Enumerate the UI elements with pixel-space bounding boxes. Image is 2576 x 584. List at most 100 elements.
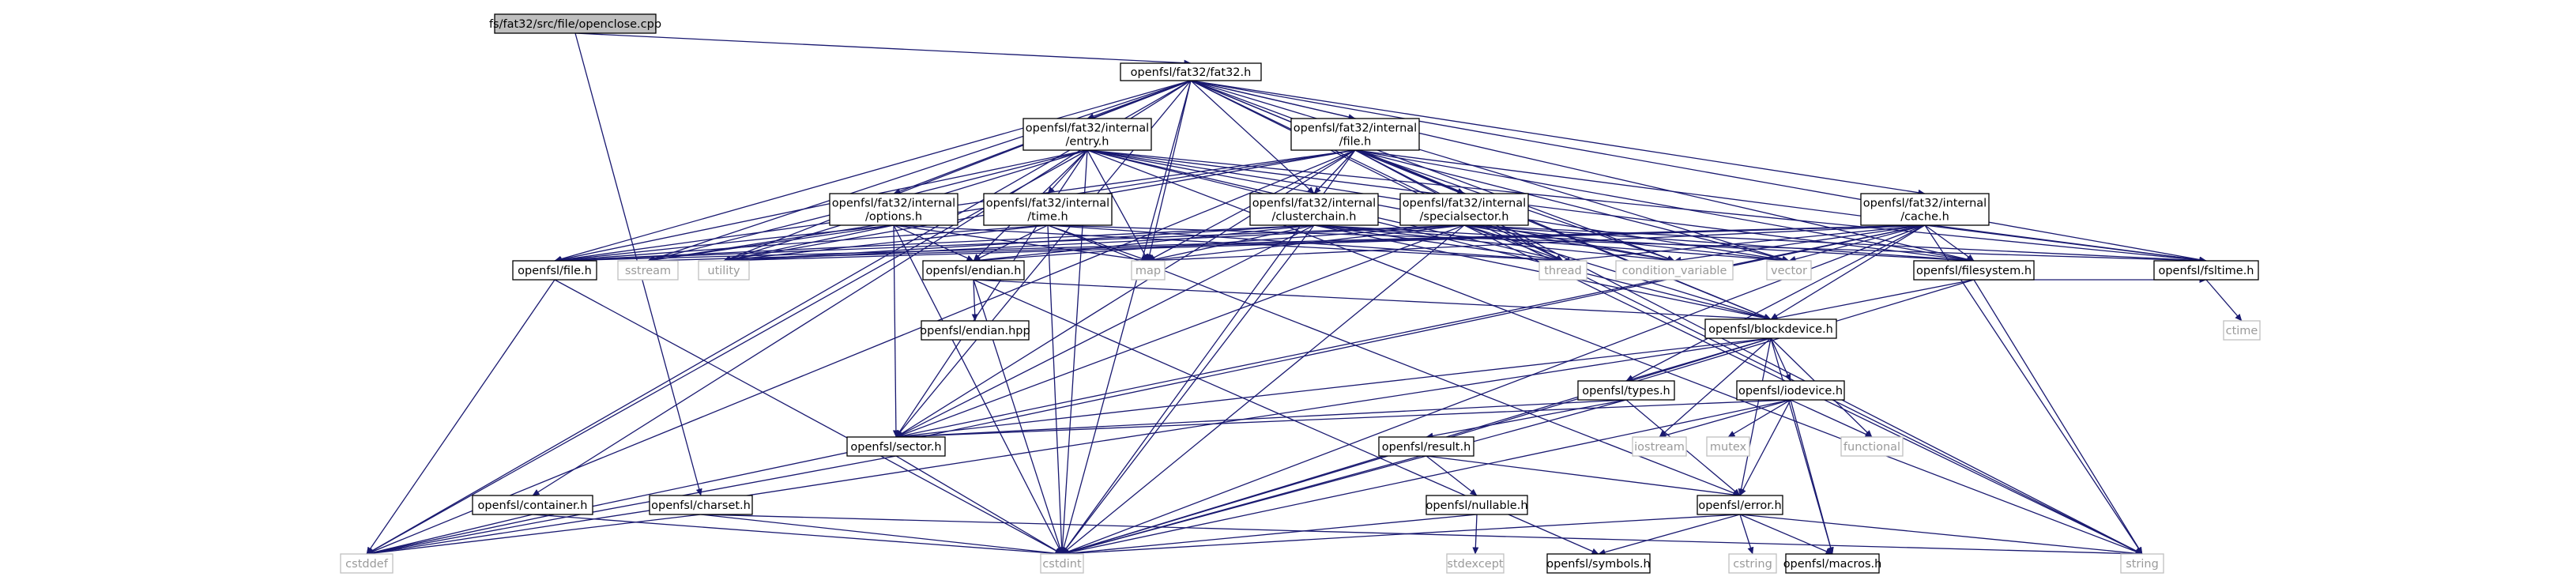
edge-line	[723, 80, 1192, 262]
node-specialsectorh[interactable]: openfsl/fat32/internal/specialsector.h	[1399, 193, 1529, 226]
node-box	[2223, 320, 2261, 341]
node-label: openfsl/result.h	[1382, 441, 1471, 454]
edge-optionsh-to-utility	[723, 224, 894, 263]
node-box	[1913, 260, 2035, 281]
node-iodeviceh[interactable]: openfsl/iodevice.h	[1736, 380, 1845, 401]
node-errorh[interactable]: openfsl/error.h	[1697, 495, 1783, 515]
node-box	[1425, 495, 1528, 515]
node-label: openfsl/filesystem.h	[1916, 265, 2032, 277]
node-root[interactable]: fs/fat32/src/file/openclose.cpp	[489, 13, 661, 34]
edge-specialsectorh-to-fileh	[554, 224, 1465, 264]
edge-cacheh-to-filesystemh	[1924, 224, 1975, 262]
node-fsltimeh[interactable]: openfsl/fsltime.h	[2153, 260, 2259, 281]
edge-clusterchainh-to-sectorh	[895, 224, 1315, 438]
edge-cacheh-to-typesh	[1625, 224, 1926, 382]
node-label: condition_variable	[1622, 265, 1727, 277]
node-filesystemh[interactable]: openfsl/filesystem.h	[1913, 260, 2035, 281]
node-endianh[interactable]: openfsl/endian.h	[922, 260, 1025, 281]
node-label: openfsl/fsltime.h	[2158, 265, 2254, 277]
node-box	[340, 553, 394, 574]
node-endianhpp[interactable]: openfsl/endian.hpp	[920, 320, 1030, 341]
edge-line	[1061, 224, 1465, 555]
edge-endianh-to-blockdeviceh	[973, 279, 1772, 322]
edge-line	[700, 514, 2143, 557]
edge-charseth-to-cstddef	[366, 514, 702, 556]
edge-cacheh-to-condvar	[1674, 224, 1926, 263]
edge-line	[1087, 149, 1772, 321]
node-typesh[interactable]: openfsl/types.h	[1577, 380, 1675, 401]
node-optionsh[interactable]: openfsl/fat32/internal/options.h	[829, 193, 958, 226]
node-box	[1546, 553, 1651, 574]
node-cacheh[interactable]: openfsl/fat32/internal/cache.h	[1860, 193, 1990, 226]
edge-blockdeviceh-to-iodeviceh	[1770, 337, 1791, 382]
node-fileh[interactable]: openfsl/file.h	[512, 260, 597, 281]
edge-fileh_i-to-filesystemh	[1354, 149, 1975, 263]
edge-layer	[366, 32, 2243, 557]
edge-line	[1463, 224, 1790, 264]
edge-line	[1313, 224, 1790, 264]
node-box	[1785, 553, 1880, 574]
edge-line	[1061, 399, 1791, 556]
node-box	[921, 320, 1030, 341]
edge-containerh-to-cstdint	[532, 514, 1063, 557]
node-label: mutex	[1710, 441, 1747, 454]
node-resulth[interactable]: openfsl/result.h	[1378, 436, 1474, 457]
node-box	[472, 495, 593, 515]
edge-specialsectorh-to-sectorh	[895, 224, 1465, 438]
node-label: openfsl/symbols.h	[1546, 558, 1650, 571]
node-fileh_i[interactable]: openfsl/fat32/internal/file.h	[1290, 118, 1420, 151]
node-box	[649, 495, 753, 515]
node-blockdeviceh[interactable]: openfsl/blockdevice.h	[1704, 318, 1837, 339]
edge-line	[1770, 279, 1975, 322]
edge-sectorh-to-cstdint	[895, 455, 1063, 555]
node-clusterchainh[interactable]: openfsl/fat32/internal/clusterchain.h	[1249, 193, 1379, 226]
node-label: /cache.h	[1900, 211, 1949, 224]
node-condvar: condition_variable	[1615, 260, 1734, 281]
edge-line	[1190, 80, 1975, 262]
node-label: ctime	[2226, 325, 2258, 337]
edge-iodeviceh-to-mutex	[1727, 399, 1791, 438]
node-label: cstdint	[1042, 558, 1082, 571]
node-functional: functional	[1840, 436, 1904, 457]
node-label: /entry.h	[1066, 136, 1109, 149]
node-nullableh[interactable]: openfsl/nullable.h	[1425, 495, 1528, 515]
edge-typesh-to-resulth	[1425, 399, 1627, 439]
node-label: /file.h	[1339, 136, 1372, 149]
edge-resulth-to-errorh	[1425, 455, 1741, 498]
node-box	[1577, 380, 1675, 401]
node-label: /clusterchain.h	[1272, 211, 1357, 224]
edge-entryh-to-fileh	[554, 149, 1088, 263]
node-containerh[interactable]: openfsl/container.h	[472, 495, 593, 515]
node-box	[1615, 260, 1734, 281]
node-thread: thread	[1538, 260, 1587, 281]
edge-line	[366, 514, 702, 556]
node-box	[617, 260, 679, 281]
edge-fat32h-to-cacheh	[1190, 80, 1926, 196]
node-label: openfsl/endian.hpp	[920, 325, 1030, 337]
edge-line	[647, 80, 1192, 262]
node-macrosh[interactable]: openfsl/macros.h	[1783, 553, 1882, 574]
edge-line	[366, 337, 1772, 556]
node-box	[1706, 436, 1750, 457]
edge-blockdeviceh-to-sectorh	[895, 337, 1772, 440]
node-charseth[interactable]: openfsl/charset.h	[649, 495, 753, 515]
edge-fat32h-to-utility	[723, 80, 1192, 262]
node-label: openfsl/fat32/internal	[1252, 198, 1376, 210]
edge-line	[1425, 455, 1478, 496]
node-timeh[interactable]: openfsl/fat32/internal/time.h	[983, 193, 1113, 226]
edge-charseth-to-string	[700, 514, 2143, 557]
edge-line	[1087, 149, 1149, 262]
edge-endianh-to-endianhpp	[971, 279, 978, 322]
edge-line	[1739, 514, 2143, 557]
node-sectorh[interactable]: openfsl/sector.h	[846, 436, 946, 457]
node-entryh[interactable]: openfsl/fat32/internal/entry.h	[1022, 118, 1152, 151]
node-label: cstring	[1733, 558, 1772, 571]
node-fat32h[interactable]: openfsl/fat32/fat32.h	[1120, 62, 1262, 81]
edge-line	[1790, 399, 1834, 555]
edge-fileh_i-to-cstddef	[366, 149, 1356, 555]
node-symbolsh[interactable]: openfsl/symbols.h	[1546, 553, 1651, 574]
edge-line	[895, 399, 1627, 440]
edge-line	[1924, 224, 2207, 263]
edge-charseth-to-cstdint	[700, 514, 1063, 557]
edge-fat32h-to-string	[1190, 80, 2143, 555]
